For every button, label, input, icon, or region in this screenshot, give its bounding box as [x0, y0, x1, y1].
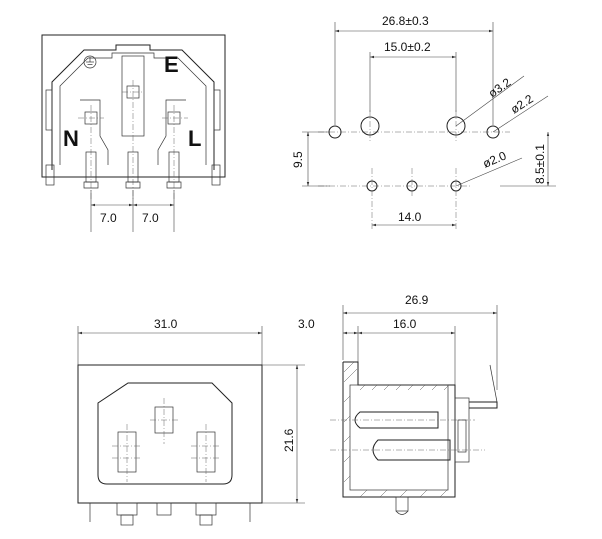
pcb-hole-layout: 26.8±0.3 15.0±0.2 ø3.2 ø2.2 ø2.0 9.5: [291, 14, 556, 230]
bottom-span-dim: 14.0: [398, 210, 422, 224]
hatched-wall: [343, 361, 450, 498]
edge-offset-dim: 8.5±0.1: [533, 144, 547, 184]
pitch-left-dim: 7.0: [100, 211, 117, 225]
face-height-dim: 21.6: [282, 428, 296, 452]
overall-width-dim: 26.8±0.3: [382, 14, 429, 28]
row-spacing-dim: 9.5: [291, 151, 305, 168]
front-pin-view: N E L 7.0 7.0: [41, 34, 226, 232]
pin-span-dim: 15.0±0.2: [384, 40, 431, 54]
ground-symbol-icon: [83, 55, 97, 69]
small-hole-dim: ø2.0: [481, 148, 509, 170]
neutral-pin-label: N: [63, 126, 79, 151]
side-section-view: 26.9 3.0 16.0: [298, 293, 498, 515]
earth-pin-label: E: [164, 52, 179, 77]
flange-dim: 3.0: [298, 317, 315, 331]
pitch-right-dim: 7.0: [142, 211, 159, 225]
line-pin-label: L: [188, 126, 201, 151]
large-hole-dim: ø3.2: [486, 75, 514, 100]
face-width-dim: 31.0: [154, 317, 178, 331]
body-depth-dim: 16.0: [393, 317, 417, 331]
overall-depth-dim: 26.9: [405, 293, 429, 307]
front-face-view: 31.0 21.6: [77, 317, 305, 526]
